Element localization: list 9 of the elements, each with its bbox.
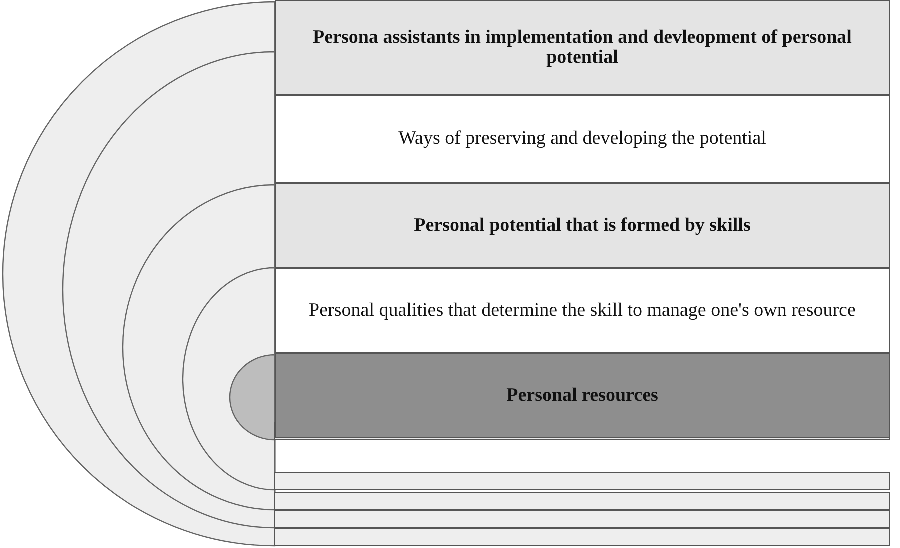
level-band bbox=[275, 183, 890, 268]
band-text: Persona assistants in implementation and devleopment of personal potential bbox=[312, 28, 853, 68]
band-text: Personal resources bbox=[506, 386, 658, 406]
band-text: Personal qualities that determine the skill to manage one's own resource bbox=[309, 300, 856, 320]
level-band bbox=[275, 95, 890, 183]
level-band bbox=[275, 268, 890, 353]
band-text: Ways of preserving and developing the potential bbox=[398, 129, 766, 149]
band-text: Personal potential that is formed by skills bbox=[414, 216, 751, 236]
level-band bbox=[275, 0, 890, 95]
